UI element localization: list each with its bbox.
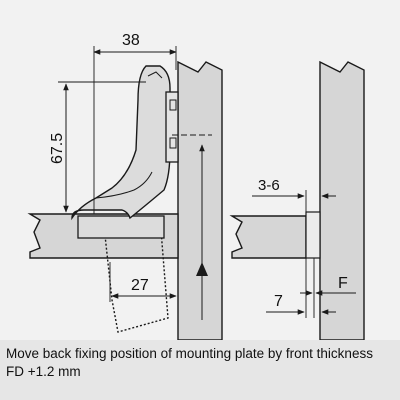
front-dimension-label: F	[338, 275, 348, 292]
caption-line-1: Move back fixing position of mounting pl…	[6, 346, 373, 361]
offset-dimension-label: 27	[131, 277, 149, 294]
plate-dimension-label: 3-6	[258, 177, 280, 194]
up-arrow-icon	[196, 262, 208, 276]
door-panel-right	[229, 215, 307, 259]
hinge-arm	[71, 65, 171, 221]
caption-line-2: FD +1.2 mm	[6, 364, 81, 379]
height-dimension-label: 67.5	[49, 133, 66, 164]
cabinet-side-panel-right	[319, 60, 365, 340]
gap-dimension-label: 7	[274, 293, 283, 310]
cabinet-side-panel-left	[177, 60, 223, 340]
spacer-plate	[305, 211, 321, 259]
hinge-cup-outline	[103, 217, 169, 333]
caption: Move back fixing position of mounting pl…	[6, 345, 396, 381]
hinge-base	[77, 215, 165, 239]
technical-drawing: 38 67.5 27 3-6 F 7	[0, 0, 400, 340]
width-dimension-label: 38	[122, 32, 140, 49]
